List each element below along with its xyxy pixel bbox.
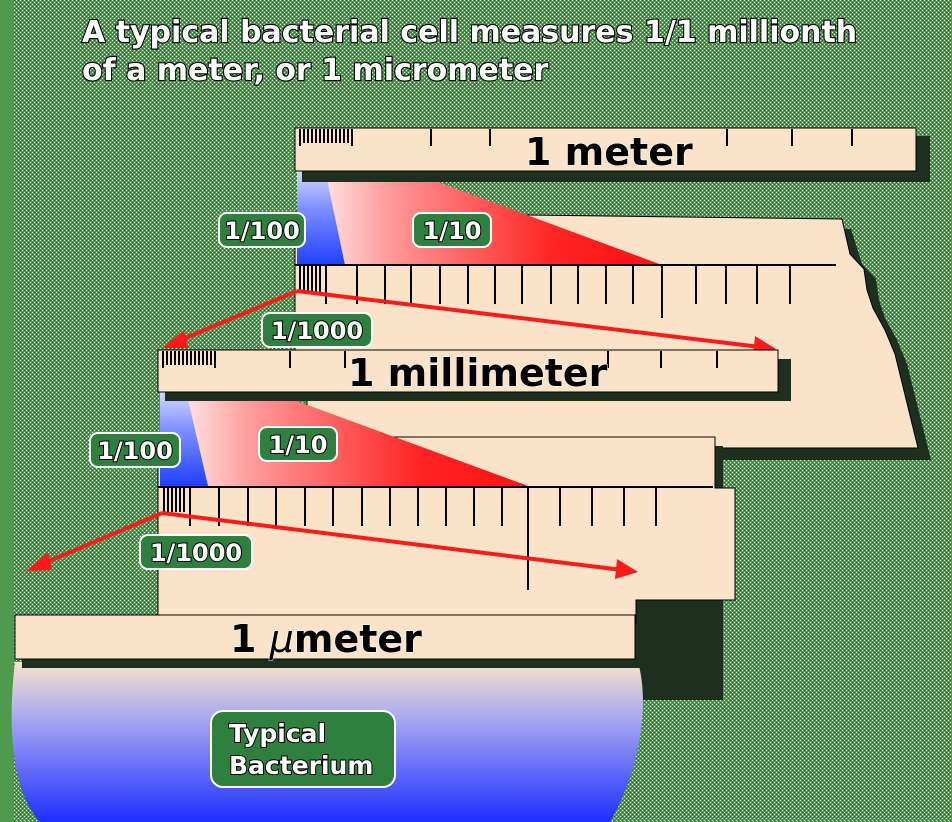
meter-label-1-1000: 1/1000: [262, 313, 372, 347]
millimeter-ruler-label: 1 millimeter: [348, 351, 608, 395]
left-border: [0, 0, 14, 822]
meter-label-1-10-text: 1/10: [423, 217, 482, 245]
millimeter-label-1-10-text: 1/10: [269, 431, 328, 459]
title-line-1: A typical bacterial cell measures 1/1 mi…: [82, 15, 857, 50]
bacterium-label-line-2: Bacterium: [229, 751, 373, 780]
micrometer-ruler-label: 1 μmeter: [230, 617, 422, 661]
bacterium-label: Typical Bacterium: [211, 711, 395, 787]
meter-label-1-100: 1/100: [219, 213, 305, 247]
millimeter-label-1-100: 1/100: [90, 433, 180, 467]
millimeter-label-1-100-text: 1/100: [97, 437, 173, 465]
millimeter-label-1-1000: 1/1000: [140, 535, 252, 569]
title-line-2: of a meter, or 1 micrometer: [82, 53, 549, 88]
meter-ruler-label: 1 meter: [525, 130, 693, 174]
millimeter-label-1-1000-text: 1/1000: [150, 539, 242, 567]
meter-label-1-1000-text: 1/1000: [271, 317, 363, 345]
bacterium-label-line-1: Typical: [229, 719, 326, 748]
meter-label-1-10: 1/10: [413, 213, 491, 247]
millimeter-label-1-10: 1/10: [259, 427, 337, 461]
meter-label-1-100-text: 1/100: [224, 217, 300, 245]
